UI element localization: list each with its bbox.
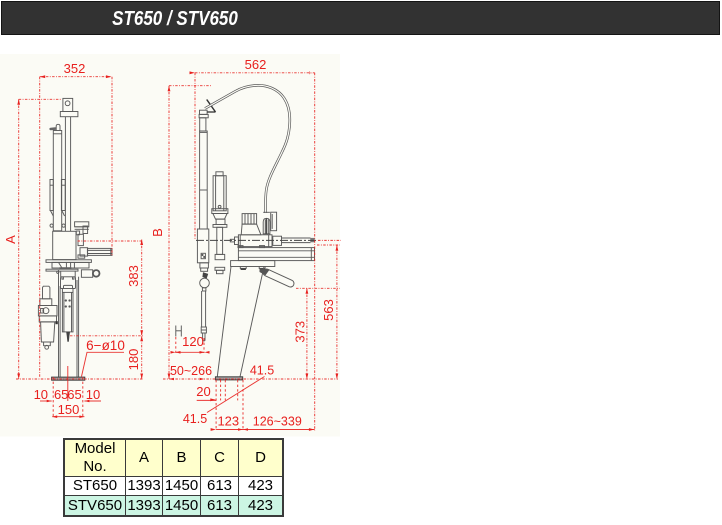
svg-text:50~266: 50~266 — [170, 364, 212, 378]
svg-text:120: 120 — [182, 334, 204, 349]
svg-text:10: 10 — [34, 387, 48, 402]
svg-text:20: 20 — [196, 384, 210, 399]
svg-text:126~339: 126~339 — [253, 414, 302, 428]
svg-text:B: B — [150, 228, 165, 237]
svg-text:10: 10 — [86, 387, 100, 402]
svg-text:383: 383 — [126, 265, 141, 287]
svg-text:180: 180 — [126, 349, 141, 371]
svg-text:41.5: 41.5 — [250, 364, 274, 378]
svg-text:123: 123 — [217, 413, 239, 428]
svg-text:65: 65 — [54, 387, 68, 402]
svg-text:41.5: 41.5 — [183, 412, 207, 426]
svg-text:6−ø10: 6−ø10 — [86, 338, 125, 353]
svg-text:373: 373 — [292, 321, 307, 343]
svg-text:563: 563 — [321, 299, 336, 321]
svg-text:562: 562 — [245, 57, 267, 72]
svg-text:A: A — [3, 235, 18, 244]
svg-text:150: 150 — [58, 402, 80, 417]
svg-text:65: 65 — [67, 387, 81, 402]
svg-text:352: 352 — [64, 61, 86, 76]
